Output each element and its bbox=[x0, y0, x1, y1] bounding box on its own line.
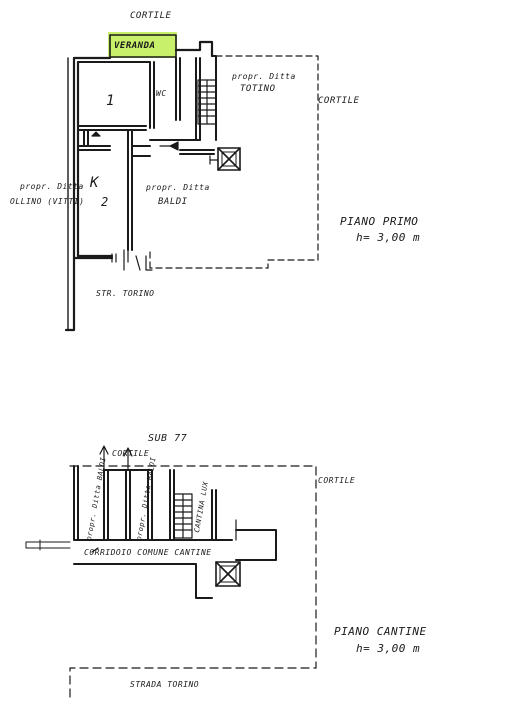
first-floor-lift bbox=[217, 147, 241, 171]
cellar-lift bbox=[215, 561, 241, 587]
first-floor-top-walls bbox=[77, 55, 217, 141]
first-floor-door-marks bbox=[91, 131, 219, 271]
first-floor-plan bbox=[64, 32, 319, 332]
first-floor-boundary-dashed bbox=[149, 55, 319, 269]
wall-left-outer-edge bbox=[67, 57, 75, 331]
cortile-cellar-right-label: CORTILE bbox=[318, 476, 356, 485]
cortile-top-label: CORTILE bbox=[130, 11, 172, 21]
piano-primo-label: PIANO PRIMO bbox=[340, 215, 419, 228]
prop-baldi-first-line2: BALDI bbox=[158, 197, 188, 207]
room-1-label: 1 bbox=[106, 93, 115, 109]
veranda-highlight bbox=[108, 32, 177, 58]
prop-ollino-line1: propr. Ditta bbox=[20, 182, 84, 191]
room-2-label: 2 bbox=[101, 195, 109, 209]
cellar-stairs bbox=[173, 493, 193, 539]
room-k-label: K bbox=[90, 175, 99, 191]
cortile-cellar-top-label: CORTILE bbox=[112, 449, 150, 458]
corridoio-label: CORRIDOIO COMUNE CANTINE bbox=[84, 548, 212, 557]
first-floor-stairs bbox=[197, 79, 217, 125]
cellar-boundary-dashed bbox=[69, 465, 317, 701]
first-floor-outer-wall bbox=[64, 40, 214, 332]
veranda-outline bbox=[109, 34, 177, 58]
cellar-walls bbox=[73, 465, 277, 599]
cortile-right-first-label: CORTILE bbox=[318, 96, 360, 106]
prop-baldi-first-line1: propr. Ditta bbox=[146, 183, 210, 192]
strada-torino-label: STRADA TORINO bbox=[130, 680, 200, 689]
prop-ollino-line2: OLLINO (VITTI) bbox=[10, 197, 85, 206]
wc-label: WC bbox=[156, 89, 167, 98]
prop-totino-line2: TOTINO bbox=[240, 84, 276, 94]
cellar-door-marks bbox=[91, 519, 237, 553]
sub-label: SUB 77 bbox=[148, 433, 188, 444]
veranda-label: VERANDA bbox=[114, 41, 156, 51]
cellar-left-passage bbox=[25, 539, 71, 551]
piano-cantine-label: PIANO CANTINE bbox=[334, 625, 427, 638]
first-floor-partitions bbox=[77, 125, 215, 251]
str-torino-label: STR. TORINO bbox=[96, 289, 155, 298]
prop-totino-line1: propr. Ditta bbox=[232, 72, 296, 81]
height-cellar-label: h= 3,00 m bbox=[356, 642, 421, 655]
cellar-arrows bbox=[99, 445, 133, 471]
cellar-floor-plan bbox=[25, 445, 317, 701]
height-first-label: h= 3,00 m bbox=[356, 231, 421, 244]
